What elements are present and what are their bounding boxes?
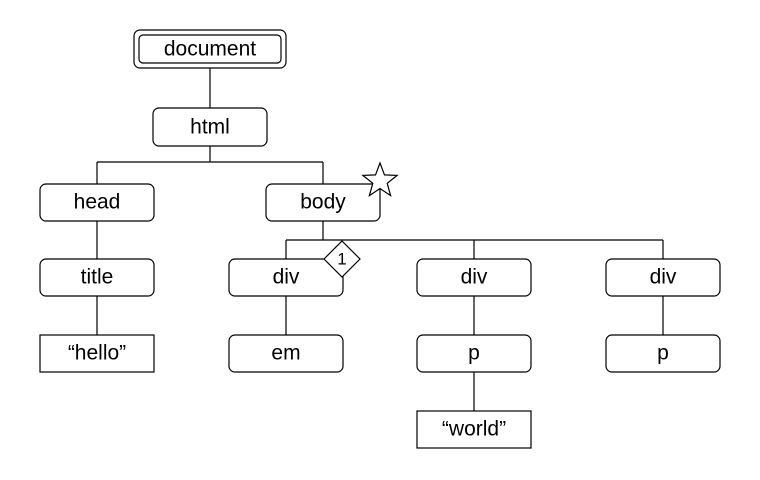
node-body: body xyxy=(265,183,381,222)
node-div-3: div xyxy=(605,258,721,297)
node-div-1: div xyxy=(228,258,344,297)
node-hello-text: “hello” xyxy=(39,334,155,373)
node-world-text: “world” xyxy=(416,410,532,449)
node-head: head xyxy=(39,183,155,222)
node-div-1-label: div xyxy=(273,266,300,289)
node-p-1: p xyxy=(416,334,532,373)
node-div-2: div xyxy=(416,258,532,297)
node-div-2-label: div xyxy=(461,266,488,289)
diamond-icon: 1 xyxy=(323,240,361,278)
node-head-label: head xyxy=(74,191,121,214)
node-body-label: body xyxy=(300,191,346,214)
node-p-2-label: p xyxy=(657,342,669,365)
star-icon xyxy=(361,161,399,197)
node-hello-label: “hello” xyxy=(68,342,126,365)
node-p-1-label: p xyxy=(468,342,480,365)
node-div-3-label: div xyxy=(650,266,677,289)
node-world-label: “world” xyxy=(442,418,506,441)
node-document: document xyxy=(133,29,287,69)
connectors xyxy=(96,68,664,411)
node-em-label: em xyxy=(271,342,300,365)
node-document-label: document xyxy=(164,38,256,61)
node-p-2: p xyxy=(605,334,721,373)
node-html: html xyxy=(152,107,268,147)
node-title: title xyxy=(39,258,155,297)
node-em: em xyxy=(228,334,344,373)
node-html-label: html xyxy=(190,116,230,139)
node-title-label: title xyxy=(81,266,114,289)
diamond-badge-number: 1 xyxy=(337,250,346,269)
